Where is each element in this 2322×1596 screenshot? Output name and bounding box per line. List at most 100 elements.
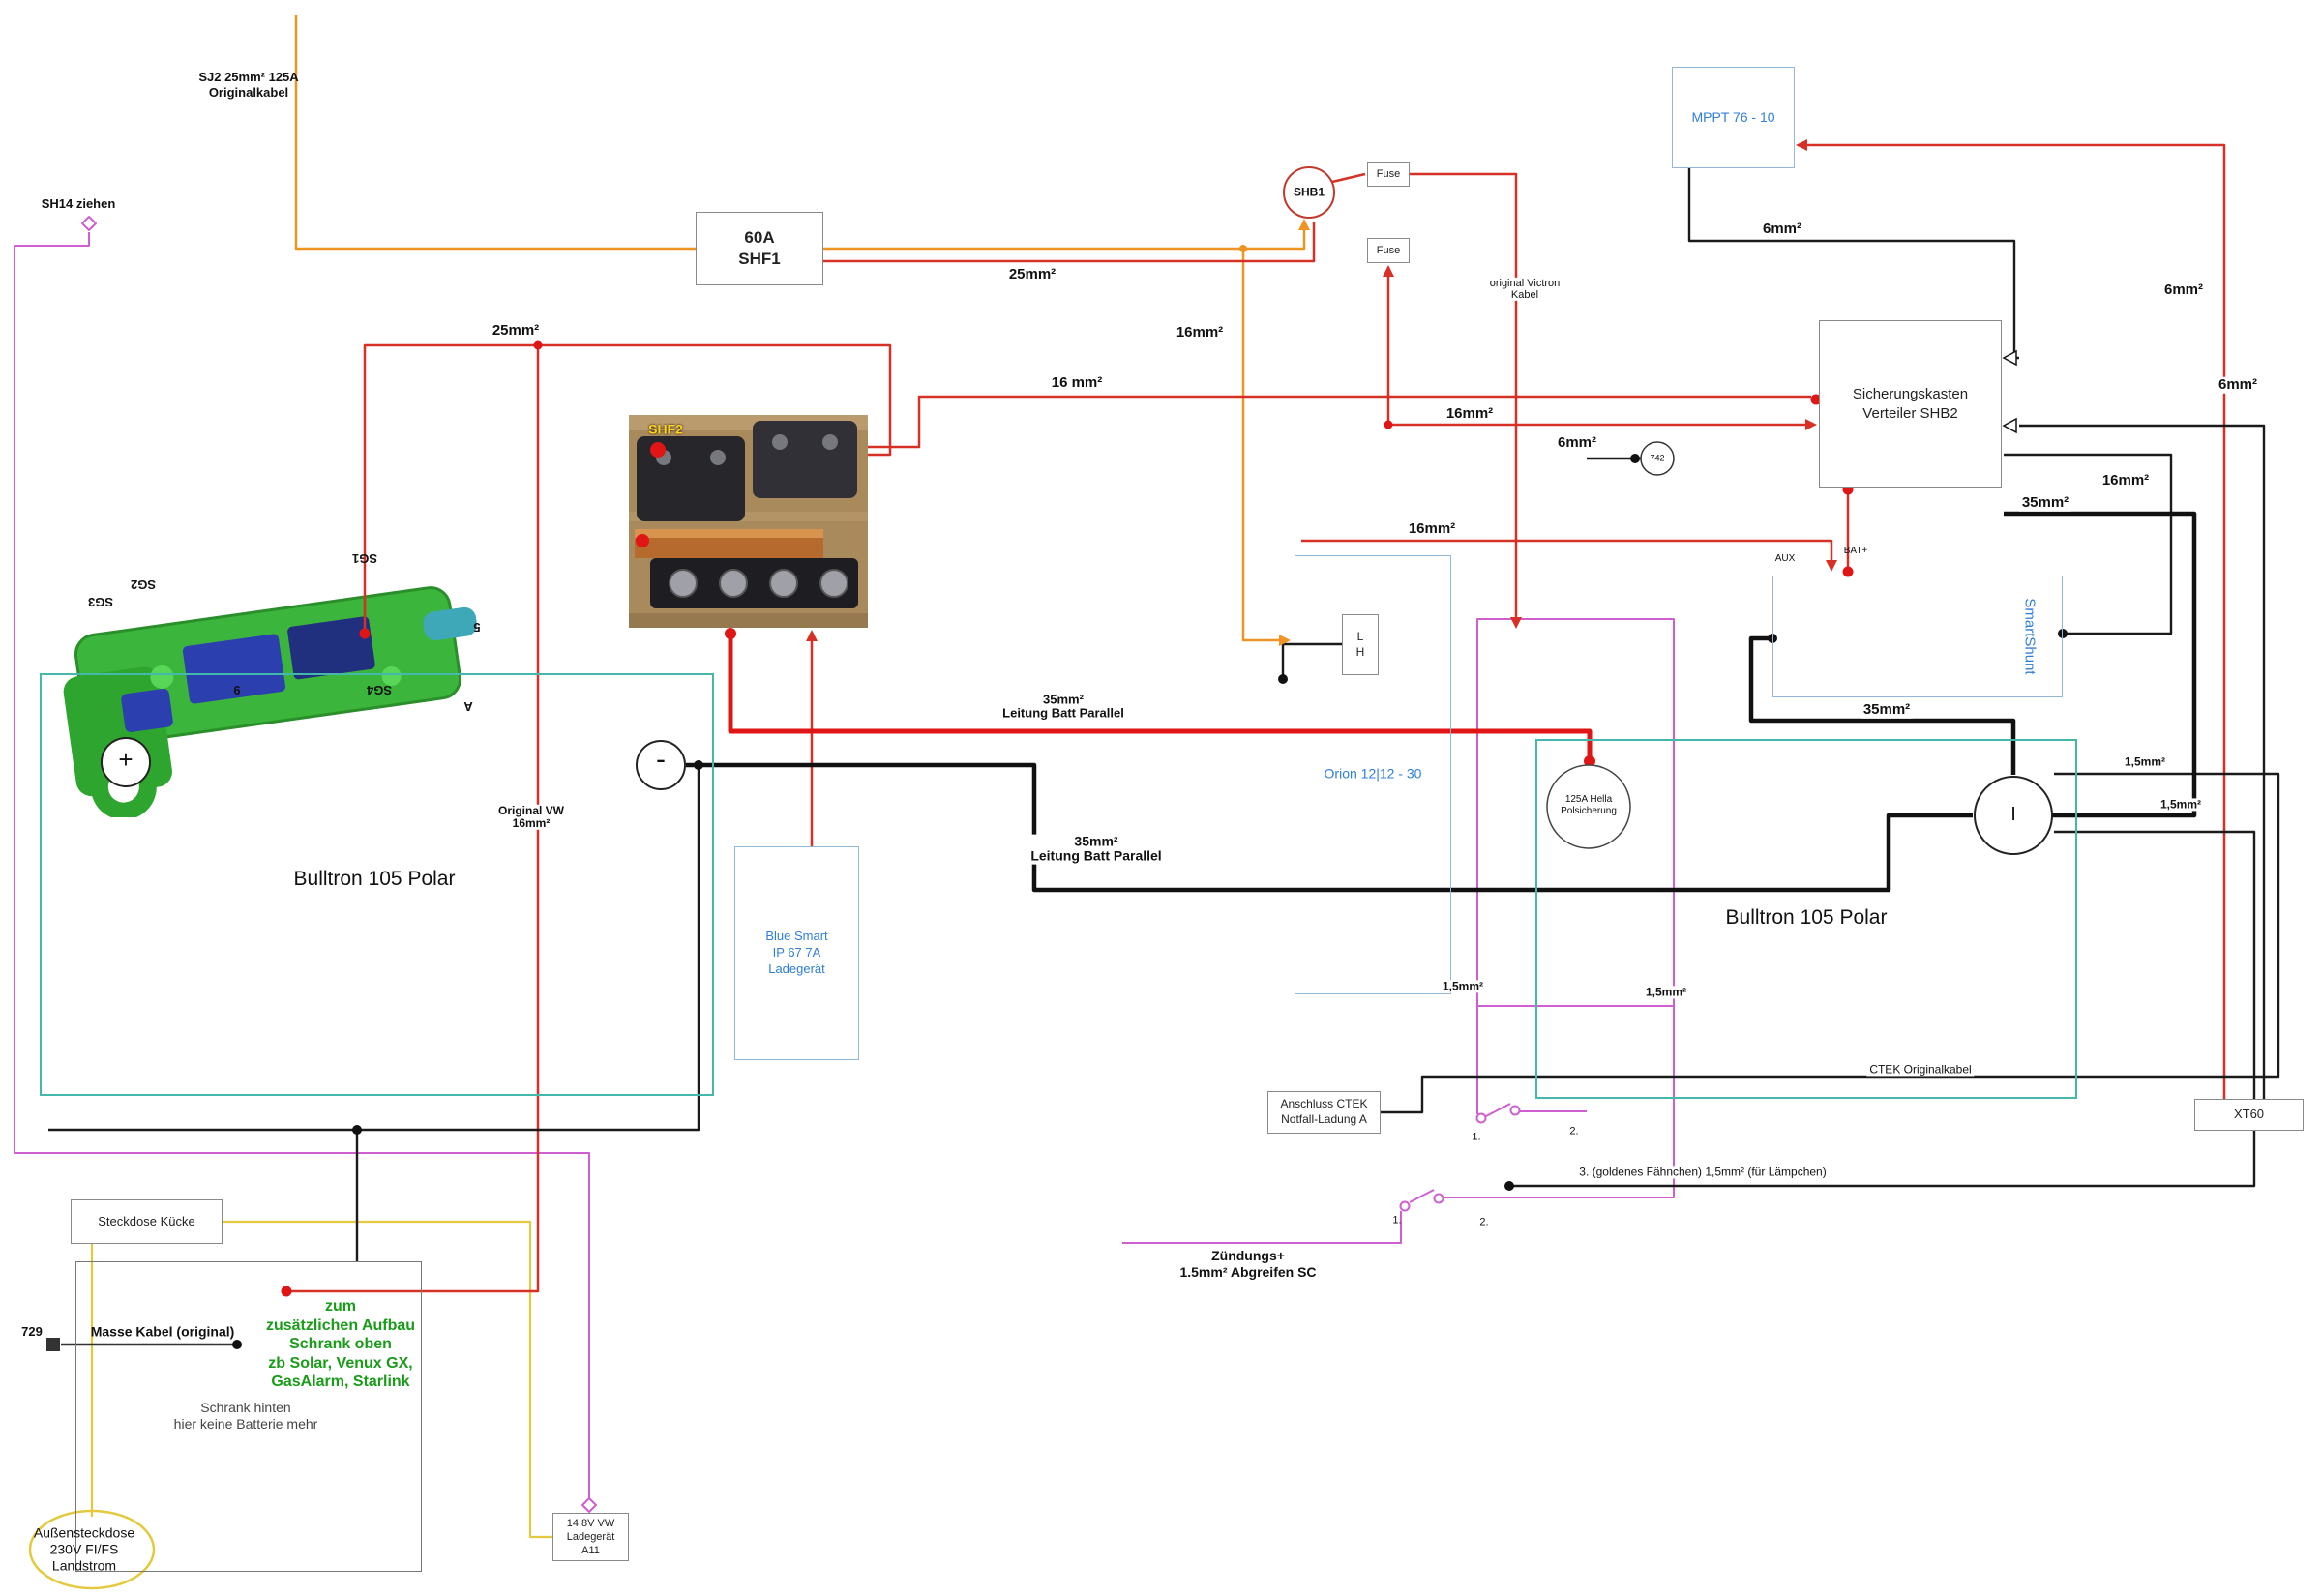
batt-parallel-note-minus: 35mm² Leitung Batt Parallel (1027, 834, 1165, 865)
pin6-photo-label: 6 (233, 683, 241, 698)
gauge-25mm-top: 25mm² (1005, 266, 1059, 283)
wire-shf2-to-shb2-16mm (868, 395, 1811, 449)
arrow-open-shb2-b (2002, 417, 2017, 434)
sg1-photo-label: SG1 (351, 550, 378, 566)
wire-batt-parallel-minus-35mm (686, 762, 1973, 893)
wire-lamp-15mm (1509, 830, 2256, 1188)
masse-729-label: 729 (21, 1324, 43, 1340)
wire-shf1-to-shb1-25mm (823, 222, 1316, 263)
smartshunt-box (1772, 576, 2063, 697)
steckdose-kueche-box: Steckdose Kücke (71, 1199, 223, 1244)
orion-lh-jumper-box: L H (1342, 614, 1379, 675)
black-thick-wires (686, 511, 2197, 893)
isolator-label: I (2010, 803, 2016, 825)
arrowheads (806, 139, 2017, 646)
sg3-photo-label: SG3 (87, 594, 114, 609)
gauge-15mm-a: 1,5mm² (2121, 755, 2169, 769)
aux-terminal-label: AUX (1774, 552, 1796, 564)
wire-zuendung-to-switch2 (1122, 1211, 1402, 1244)
wire-xt60-to-mppt-pv (1799, 143, 2226, 1099)
shb2-distributor-box: Sicherungskasten Verteiler SHB2 (1819, 320, 2002, 488)
yellow-wires (90, 1220, 552, 1539)
wire-steckdose-to-vw-charger (223, 1220, 552, 1539)
victron-kabel-note: original Victron Kabel (1486, 277, 1563, 302)
red-wires (290, 143, 2226, 1293)
gauge-15mm-c: 1,5mm² (1439, 980, 1487, 993)
orange-wires (294, 15, 1306, 642)
wire-orion-to-aux-16mm (1301, 539, 1833, 568)
arrow-into-aux (1826, 560, 1837, 572)
sg2-photo-label: SG2 (130, 576, 157, 592)
shb1-label: SHB1 (1293, 185, 1325, 199)
wire-shb1-to-fuse1 (1331, 172, 1366, 184)
gauge-16mm-orange: 16mm² (1173, 324, 1227, 341)
gauge-35mm-shb2: 35mm² (2018, 494, 2072, 512)
arrow-into-shb2-left (1805, 419, 1817, 430)
mppt-charger-box: MPPT 76 - 10 (1672, 67, 1795, 168)
cabinet-green-note: zum zusätzlichen Aufbau Schrank oben zb … (265, 1298, 416, 1391)
gauge-25mm-left: 25mm² (489, 322, 543, 340)
switch1-pole-icon (1475, 1112, 1487, 1124)
battery-right-box (1535, 739, 2077, 1099)
arrow-victron-end (1510, 617, 1522, 629)
wire-original-vw-to-cabinet (290, 345, 540, 1293)
arrow-open-shb2-a (2002, 349, 2017, 367)
gauge-15mm-b: 1,5mm² (2157, 798, 2205, 812)
shf2-busbar-photo (629, 415, 868, 628)
gauge-16mm-right: 16mm² (2099, 472, 2153, 489)
wire-victron-kabel (1410, 172, 1518, 624)
orion-dcdc-box (1295, 555, 1451, 994)
ctek-kabel-note: CTEK Originalkabel (1866, 1063, 1975, 1077)
gauge-16mm-busbar: 16 mm² (1048, 374, 1106, 392)
wire-ctek-originalkabel (1381, 772, 2280, 1114)
arrow-into-fuse2 (1383, 265, 1394, 277)
minus-terminal-label: - (656, 743, 666, 776)
xt60-connector-box: XT60 (2194, 1099, 2304, 1131)
fuse1-box: Fuse (1367, 162, 1410, 187)
sh14-diamond-icon (81, 216, 97, 231)
hella-fuse-label: 125A Hella Polsicherung (1561, 793, 1617, 816)
shf2-photo-label: SHF2 (648, 421, 683, 437)
battery-minus-terminal (636, 740, 686, 790)
bulltron-left-label: Bulltron 105 Polar (293, 868, 456, 891)
switch1-throw-icon (1509, 1105, 1521, 1116)
wire-smartshunt-to-isolator-35mm (1748, 635, 2016, 775)
switch1-blade (1485, 1103, 1511, 1117)
arrow-into-mppt (1796, 139, 1807, 151)
vw-charger-box: 14,8V VW Ladegerät A11 (552, 1513, 629, 1561)
wire-sh14-to-vw-charger (14, 232, 590, 1498)
pinA-photo-label: A (463, 698, 473, 714)
switch2-pos1-label: 1. (1392, 1214, 1402, 1227)
magenta-wires (14, 216, 1675, 1513)
smartshunt-label: SmartShunt (2021, 598, 2039, 675)
wire-sg1-to-shf2-25mm (363, 343, 892, 634)
aussensteckdose-label: Außensteckdose 230V FI/FS Landstrom (33, 1524, 135, 1574)
switch1-pos2-label: 2. (1569, 1125, 1579, 1138)
vw-charger-diamond-icon (581, 1497, 597, 1513)
masse-kabel-note: Masse Kabel (original) (90, 1323, 235, 1340)
wire-switch2-to-relay (1443, 1006, 1675, 1198)
pin5-photo-label: 5 (473, 619, 481, 635)
orion-label: Orion 12|12 - 30 (1324, 765, 1422, 782)
switch2-pos2-label: 2. (1479, 1216, 1489, 1228)
black-wires (48, 168, 2280, 1346)
switch2-blade (1409, 1189, 1435, 1203)
arrow-into-shf2 (806, 630, 818, 641)
switch1-pos1-label: 1. (1472, 1131, 1481, 1143)
original-vw-note: Original VW 16mm² (494, 804, 568, 831)
gauge-6mm-mppt: 6mm² (1759, 221, 1805, 238)
shf1-fuse-box: 60A SHF1 (696, 212, 823, 285)
wire-xt60-black-6mm (2019, 424, 2266, 1099)
sh14-note: SH14 ziehen (41, 196, 116, 212)
hella-fuse-circle (1546, 764, 1631, 849)
relay-zone-outline (1476, 618, 1675, 1007)
blue-smart-charger-box: Blue Smart IP 67 7A Ladegerät (734, 846, 859, 1060)
rear-cabinet-box (75, 1261, 422, 1572)
goldenes-faehnchen-note: 3. (goldenes Fähnchen) 1,5mm² (für Lämpc… (1576, 1166, 1830, 1179)
gauge-16mm-aux: 16mm² (1405, 520, 1459, 538)
gauge-6mm-pv-red: 6mm² (2160, 281, 2207, 299)
arrow-into-orion (1279, 635, 1291, 646)
schrank-note: Schrank hinten hier keine Batterie mehr (173, 1399, 318, 1432)
gauge-16mm-mid: 16mm² (1443, 405, 1497, 423)
